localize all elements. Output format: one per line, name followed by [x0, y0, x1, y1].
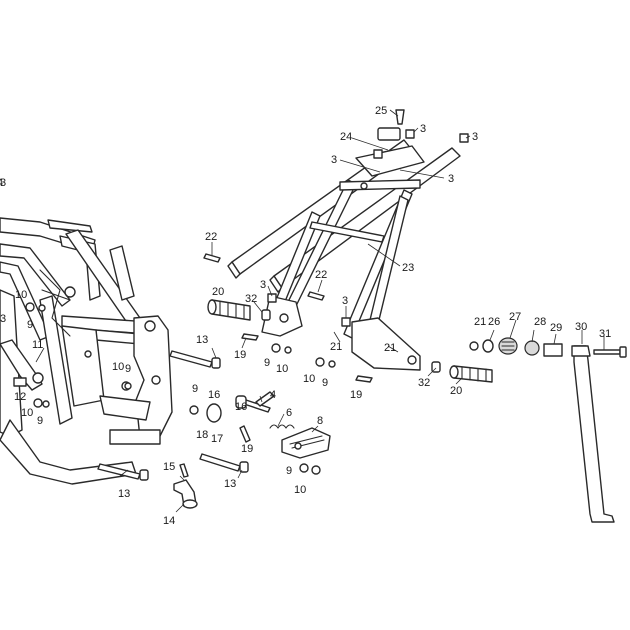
callout-19: 19 [350, 389, 362, 401]
callout-3: 3 [472, 131, 478, 143]
rear-subframe-23 [227, 127, 461, 371]
callout-9: 9 [27, 319, 33, 331]
callout-21: 21 [330, 341, 342, 353]
callout-11: 11 [32, 339, 43, 351]
callout-9: 9 [37, 415, 43, 427]
washers-and-nuts [25, 302, 336, 475]
main-frame [0, 217, 173, 485]
callout-20: 20 [212, 286, 224, 298]
callout-13: 13 [224, 478, 236, 490]
callout-3: 3 [420, 123, 426, 135]
callout-26: 26 [488, 316, 500, 328]
callout-6: 6 [286, 407, 292, 419]
callout-23: 23 [402, 262, 414, 274]
part-20-peg-a [207, 299, 251, 321]
callout-27: 27 [509, 311, 521, 323]
callout-3: 3 [448, 173, 454, 185]
callout-3: 3 [342, 295, 348, 307]
callout-19: 19 [234, 349, 246, 361]
callout-20: 20 [450, 385, 462, 397]
callout-10: 10 [294, 484, 306, 496]
callout-32: 32 [245, 293, 257, 305]
part-3-clips [267, 129, 469, 327]
callout-labels: 25 3 3 24 3 3 3 22 23 3 22 20 32 3 19 9 … [0, 105, 611, 527]
callout-3: 3 [331, 154, 337, 166]
part-15-screw [179, 463, 189, 478]
callout-29: 29 [550, 322, 562, 334]
callout-9: 9 [125, 363, 131, 375]
callout-13: 13 [118, 488, 130, 500]
parts-26-29-stand-hardware [469, 337, 627, 358]
callout-3: 3 [0, 313, 6, 325]
callout-17: 17 [211, 433, 223, 445]
callout-24: 24 [340, 131, 352, 143]
callout-25: 25 [375, 105, 387, 117]
part-25-bolt [395, 109, 405, 125]
part-22-bolt-b [307, 291, 325, 301]
part-8-footpeg [281, 427, 331, 459]
part-20-peg-b [449, 365, 493, 383]
callout-32: 32 [418, 377, 430, 389]
part-16-18-bushing [206, 391, 275, 423]
callout-9: 9 [192, 383, 198, 395]
callout-9: 9 [264, 357, 270, 369]
part-6-spring [269, 424, 295, 429]
callout-22: 22 [315, 269, 327, 281]
part-14-elbow [173, 479, 198, 509]
callout-19: 19 [241, 443, 253, 455]
callout-14: 14 [163, 515, 175, 527]
part-22-bolt-a [203, 253, 221, 263]
part-11-lever [0, 339, 44, 391]
callout-9: 9 [322, 377, 328, 389]
callout-21: 21 [384, 342, 396, 354]
callout-16: 16 [235, 401, 247, 413]
callout-12: 12 [14, 391, 26, 403]
callout-15: 15 [163, 461, 175, 473]
callout-13: 13 [196, 334, 208, 346]
callout-30: 30 [575, 321, 587, 333]
callout-9: 9 [286, 465, 292, 477]
callout-3: 3 [260, 279, 266, 291]
callout-8: 8 [317, 415, 323, 427]
callout-10: 10 [21, 407, 33, 419]
callout-10: 10 [112, 361, 124, 373]
leader-lines [35, 109, 605, 513]
callout-21: 21 [474, 316, 486, 328]
callout-31: 31 [599, 328, 611, 340]
part-13-bolt-a [169, 350, 221, 369]
callout-3: 3 [0, 177, 6, 189]
callout-16: 16 [208, 389, 220, 401]
part-13-bolt-c [199, 453, 249, 473]
callout-18: 18 [196, 429, 208, 441]
side-stand-30 [571, 345, 615, 523]
callout-10: 10 [303, 373, 315, 385]
callout-10: 10 [276, 363, 288, 375]
callout-10: 10 [15, 289, 27, 301]
callout-4: 4 [270, 389, 276, 401]
callout-22: 22 [205, 231, 217, 243]
part-32-spacer-a [261, 309, 271, 321]
callout-28: 28 [534, 316, 546, 328]
part-19-bolt [239, 425, 251, 443]
callout-4: 4 [0, 177, 3, 189]
